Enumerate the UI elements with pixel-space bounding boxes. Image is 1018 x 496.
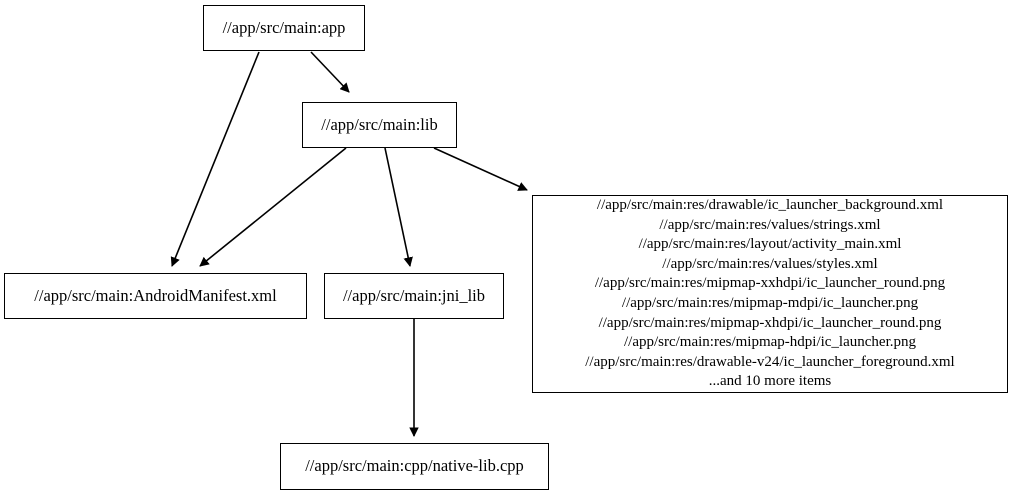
graph-node-resources-label: //app/src/main:res/drawable/ic_launcher_…	[585, 197, 955, 390]
graph-node-androidmanifest[interactable]: //app/src/main:AndroidManifest.xml	[4, 273, 307, 319]
graph-node-native-lib-cpp-label: //app/src/main:cpp/native-lib.cpp	[305, 456, 524, 476]
graph-node-app[interactable]: //app/src/main:app	[203, 5, 365, 51]
graph-node-jni-lib-label: //app/src/main:jni_lib	[342, 285, 486, 305]
edge-app-to-lib	[310, 51, 350, 93]
edge-app-to-manifest	[170, 51, 260, 267]
graph-node-androidmanifest-label: //app/src/main:AndroidManifest.xml	[34, 285, 277, 305]
graph-node-lib-label: //app/src/main:lib	[321, 114, 438, 134]
graph-node-resources[interactable]: //app/src/main:res/drawable/ic_launcher_…	[532, 195, 1008, 393]
graph-node-native-lib-cpp[interactable]: //app/src/main:cpp/native-lib.cpp	[280, 443, 549, 490]
graph-node-jni-lib[interactable]: //app/src/main:jni_lib	[324, 273, 504, 319]
graph-node-app-label: //app/src/main:app	[222, 17, 346, 37]
edge-lib-to-resources	[433, 147, 528, 191]
edge-lib-to-jni-lib	[384, 147, 413, 267]
graph-node-lib[interactable]: //app/src/main:lib	[302, 102, 457, 148]
edge-lib-to-manifest	[199, 147, 347, 267]
